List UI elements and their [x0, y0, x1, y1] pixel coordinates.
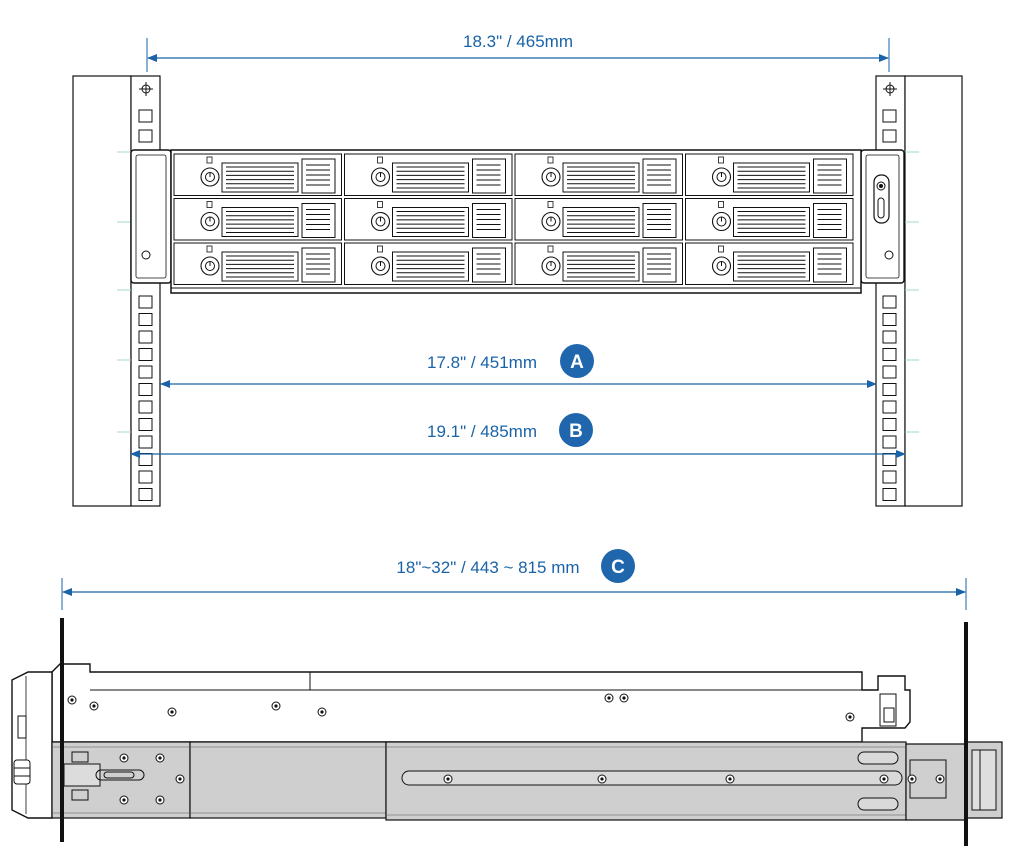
- rail-bracket-rear: [905, 741, 1003, 821]
- rack-hole: [138, 365, 153, 379]
- rack-hole: [138, 109, 153, 123]
- dimension-b: 19.1" / 485mm B: [130, 413, 906, 458]
- rail-latch-front: [63, 751, 145, 801]
- screw-icon: [155, 753, 165, 763]
- drive-bay[interactable]: [514, 242, 683, 285]
- drive-bay[interactable]: [344, 153, 513, 196]
- chassis-ear-right: [860, 149, 905, 284]
- screw-icon: [119, 753, 129, 763]
- badge-c: C: [601, 549, 635, 583]
- drive-bay[interactable]: [173, 153, 342, 196]
- drive-bay[interactable]: [514, 153, 683, 196]
- screw-icon: [619, 693, 629, 703]
- screw-icon: [443, 774, 453, 784]
- rack-hole: [882, 313, 897, 326]
- rack-hole: [882, 365, 897, 379]
- rail-spacing-label: 18.3" / 465mm: [463, 32, 573, 51]
- rack-hole: [882, 109, 897, 123]
- rack-hole: [138, 418, 153, 431]
- screw-icon: [725, 774, 735, 784]
- screw-icon: [67, 695, 77, 705]
- screw-icon: [907, 774, 917, 784]
- dimension-b-label: 19.1" / 485mm: [427, 422, 537, 441]
- badge-a: A: [560, 344, 594, 378]
- drive-bay[interactable]: [514, 198, 683, 241]
- badge-b-letter: B: [569, 421, 583, 442]
- rack-hole: [882, 453, 897, 466]
- dimension-rail-spacing: 18.3" / 465mm: [146, 32, 890, 72]
- screw-icon: [604, 693, 614, 703]
- rack-hole: [138, 400, 153, 414]
- screw-icon: [317, 707, 327, 717]
- front-view: [72, 75, 963, 507]
- rack-hole: [138, 470, 153, 484]
- badge-c-letter: C: [611, 557, 625, 578]
- rack-hole: [882, 488, 897, 501]
- drive-bay[interactable]: [173, 242, 342, 285]
- rack-hole: [138, 295, 153, 309]
- rack-hole: [882, 383, 897, 396]
- rack-hole: [882, 435, 897, 449]
- badge-b: B: [559, 413, 593, 447]
- screw-icon: [879, 774, 889, 784]
- dimension-a-label: 17.8" / 451mm: [427, 353, 537, 372]
- drive-bay[interactable]: [685, 153, 854, 196]
- screw-icon: [271, 701, 281, 711]
- drive-bay[interactable]: [685, 242, 854, 285]
- dimension-a: 17.8" / 451mm A: [160, 344, 877, 388]
- screw-icon: [597, 774, 607, 784]
- badge-a-letter: A: [570, 352, 584, 373]
- rack-hole: [882, 129, 897, 143]
- screw-icon: [175, 774, 185, 784]
- side-screws: [67, 693, 945, 805]
- drive-bay[interactable]: [344, 198, 513, 241]
- rack-hole: [882, 400, 897, 414]
- rack-hole: [882, 330, 897, 344]
- screw-icon: [89, 701, 99, 711]
- post-screw-right-icon: [883, 82, 897, 96]
- rack-hole: [882, 418, 897, 431]
- post-screw-left-icon: [139, 82, 153, 96]
- drive-bay-grid: [173, 153, 854, 285]
- rack-hole: [138, 488, 153, 501]
- front-bezel: [11, 671, 53, 819]
- drive-bay[interactable]: [173, 198, 342, 241]
- drive-bay[interactable]: [344, 242, 513, 285]
- screw-icon: [845, 712, 855, 722]
- screw-icon: [155, 795, 165, 805]
- rack-hole: [138, 435, 153, 449]
- rack-post-right: [875, 75, 963, 507]
- dimension-c: 18"~32" / 443 ~ 815 mm C: [61, 549, 967, 610]
- rack-post-left: [72, 75, 161, 507]
- rail-outer-rear: [385, 741, 907, 821]
- rack-hole: [138, 348, 153, 361]
- rack-hole: [138, 383, 153, 396]
- chassis-side: [51, 663, 911, 743]
- side-view: [11, 618, 1003, 846]
- chassis-ear-left: [130, 149, 172, 284]
- screw-icon: [935, 774, 945, 784]
- rack-hole: [138, 313, 153, 326]
- screw-icon: [119, 795, 129, 805]
- guide-ticks: [117, 151, 919, 433]
- screw-icon: [167, 707, 177, 717]
- drive-bay[interactable]: [685, 198, 854, 241]
- dimension-c-label: 18"~32" / 443 ~ 815 mm: [396, 558, 579, 577]
- rack-hole: [138, 330, 153, 344]
- rack-hole: [882, 295, 897, 309]
- rack-hole: [138, 453, 153, 466]
- rack-hole: [882, 348, 897, 361]
- rack-hole: [882, 470, 897, 484]
- rack-hole: [138, 129, 153, 143]
